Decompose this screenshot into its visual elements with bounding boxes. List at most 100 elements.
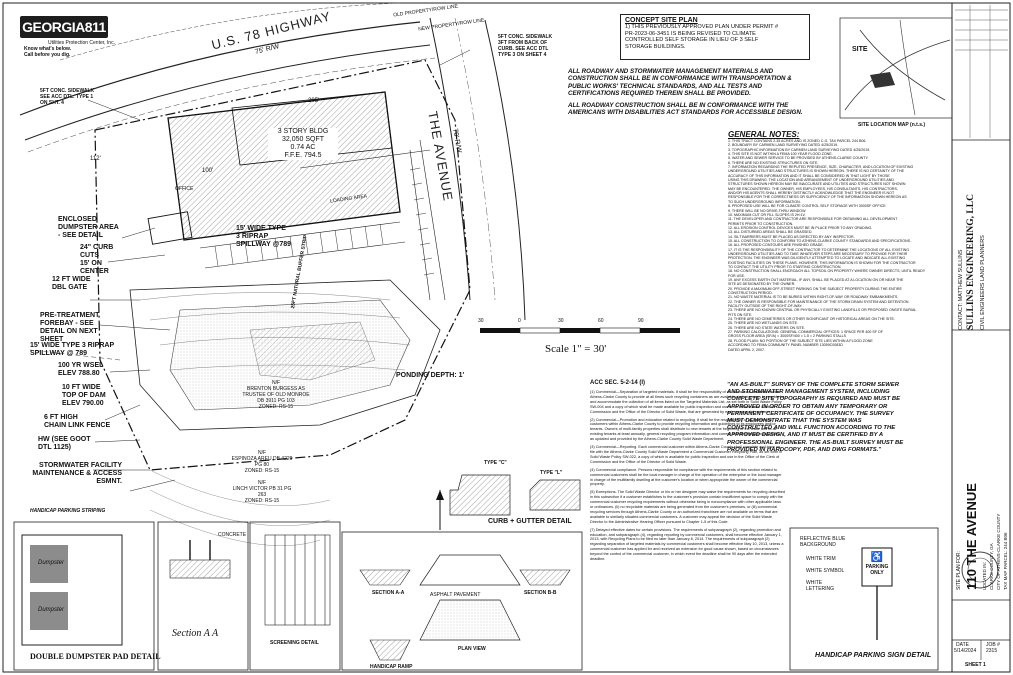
stormwater-easement-note: STORMWATER FACILITY MAINTENANCE & ACCESS… [32, 462, 122, 485]
building-label: 3 STORY BLDG 32,050 SQFT 0.74 AC F.F.E. … [268, 128, 338, 160]
general-note-item: 1. THIS TRACT CONTAINS 2.35 ACRES AND IS… [728, 139, 867, 143]
logo-know-line: Know what's below. [24, 46, 72, 52]
acc-paragraph: (5) Exemptions. The Solid Waste Director… [590, 490, 785, 524]
dumpster-area-note: ENCLOSED DUMPSTER AREA - SEE DETAIL [58, 216, 119, 239]
section-b-label: SECTION B-B [524, 590, 557, 596]
general-note-item: UNDERGROUND UTILITIES AND STRUCTURES IS … [728, 169, 904, 174]
georgia811-logo: GEORGIA811 [20, 16, 108, 38]
general-note-item: TO SUCH UNDERGROUND INFORMATION. [728, 199, 801, 204]
general-note-item: 5. WATER AND SEWER SERVICE TO BE PROVIDE… [728, 156, 869, 161]
scale-tick: 90 [638, 318, 644, 324]
concept-plan-header: CONCEPT SITE PLAN [625, 17, 698, 24]
scale-label: Scale 1" = 30' [545, 343, 607, 355]
general-note-item: MAY BE ENCOUNTERED. THE OWNER, HIS EMPLO… [728, 186, 898, 191]
general-notes-title: GENERAL NOTES: [728, 130, 800, 139]
acc-title: ACC SEC. 5-2-14 (I) [590, 380, 646, 386]
general-note-item: EXISTING FACILITIES ON THESE PLANS. HOWE… [728, 260, 916, 265]
acc-title-wrap: ACC SEC. 5-2-14 (I) [590, 380, 720, 386]
acc-paragraph: (1) Commercial—Separation of targeted ma… [590, 390, 785, 414]
plan-view-label: PLAN VIEW [458, 646, 486, 652]
general-note-item: 24. THERE ARE NO CEMETERIES OR OTHER SIG… [728, 317, 895, 322]
general-note-item: 23. THERE ARE NO KNOWN CENTRAL OR PHYSIC… [728, 308, 917, 313]
general-note-item: 12. ALL EROSION CONTROL DEVICES MUST BE … [728, 225, 873, 230]
general-note-item: RESPONSIBLE FOR THE CORRECTNESS OR SUFFI… [728, 195, 907, 200]
dim-100: 100' [202, 168, 214, 174]
title-job-label: JOB # [986, 642, 1000, 648]
riprap-left-note: 15' WIDE TYPE 3 RIPRAP SPILLWAY @ 789 [30, 342, 115, 357]
title-city: CITY OF ATHENS-CLARKE COUNTY [996, 513, 1001, 590]
dim-205: 205' [308, 98, 320, 104]
concrete-label: CONCRETE [218, 532, 247, 538]
logo-call-line: Call before you dig. [24, 52, 71, 58]
logo-brand: GEORGIA811 [22, 19, 106, 35]
title-county: CLARKE COUNTY, GA [989, 543, 994, 590]
scale-tick: 30 [478, 318, 484, 324]
owner-linch: N/F LINCH VICTOR PB 31 PG 263 ZONED: RS-… [232, 480, 292, 504]
general-note-item: 13. ALL DISTURBED AREAS SHALL BE GRASSED… [728, 230, 813, 235]
concept-plan-box: CONCEPT SITE PLAN 1) THIS PREVIOUSLY APP… [620, 14, 810, 60]
location-map-caption: SITE LOCATION MAP (n.t.s.) [858, 122, 926, 128]
title-site-plan-for: SITE PLAN FOR: [956, 551, 962, 590]
ponding-depth-label: PONDING DEPTH: 1' [396, 372, 465, 379]
title-company: SULLINS ENGINEERING, LLC [966, 194, 976, 330]
acc-paragraph: (4) Commercial compliance. Persons respo… [590, 467, 782, 487]
general-note-item: UNDERGROUND UTILITIES AND TO TAKE WHATEV… [728, 251, 908, 256]
general-note-item: 20. PROVIDE A MAXIMUM OFF-STREET PARKING… [728, 286, 902, 291]
general-note-item: 21. NO WASTE MATERIAL IS TO BE BURIED WI… [728, 295, 899, 300]
general-note-item: ACCURACY OF THIS INFORMATION AND IT SHAL… [728, 173, 890, 178]
title-job: 2315 [986, 648, 998, 654]
sign-parking-text: PARKING [865, 564, 889, 570]
curb-cuts-note: 24" CURB CUTS 15' ON CENTER [80, 244, 114, 275]
scale-ticks: 30 0 30 60 90 [478, 318, 688, 328]
gate-note: 12 FT WIDE DBL GATE [52, 276, 91, 291]
type-l-label: TYPE "L" [540, 470, 563, 476]
screening-detail-title: SCREENING DETAIL [270, 640, 319, 646]
roadway-note-1: ALL ROADWAY AND STORMWATER MANAGEMENT MA… [568, 68, 792, 97]
acc-paragraph: (2) Commercial—Promotion and education r… [590, 417, 781, 442]
general-note-item: USING THIS DRAWING. THE LOCATION AND ARR… [728, 178, 894, 183]
sign-detail-caption: HANDICAP PARKING SIGN DETAIL [815, 652, 932, 659]
general-note-item: 26. THERE ARE NO STATE WATERS ON SITE. [728, 325, 806, 330]
curb-gutter-detail-title: CURB + GUTTER DETAIL [488, 518, 572, 525]
general-note-item: AND/OR HIS AGENTS SHALL HEREBY DISTINCTL… [728, 191, 895, 196]
general-note-item: CONSTRUCTION PERIOD. [728, 291, 773, 296]
general-note-item: 6. THERE ARE NO EXISTING STRUCTURES ON S… [728, 160, 819, 165]
type-c-label: TYPE "C" [484, 460, 507, 466]
acc-paragraph: (3) Commercial—Reporting. Each commercia… [590, 445, 783, 464]
logo-tagline: Utilities Protection Center, Inc. [48, 40, 115, 46]
headwall-note: HW (SEE GOOT DTL 1125) [38, 436, 91, 451]
parking-sign: ♿ PARKING ONLY [864, 552, 890, 576]
title-sheet-number: SHEET 1 [965, 662, 986, 668]
general-note-item: PERMITS PRIOR TO CONSTRUCTION. [728, 221, 794, 226]
sidewalk-right-note: 5FT CONC. SIDEWALK 3FT FROM BACK OF CURB… [498, 34, 553, 58]
general-note-item: DATED APRIL 2, 2007. [728, 347, 765, 352]
pretreatment-note: PRE-TREATMENT FOREBAY - SEE DETAIL ON NE… [40, 312, 100, 343]
general-note-item: FOR USE. [728, 273, 745, 278]
as-built-note: "AN AS-BUILT" SURVEY OF THE COMPLETE STO… [727, 382, 904, 453]
acc-ordinance-text: (1) Commercial—Separation of targeted ma… [590, 390, 785, 670]
general-note-item: 19. ANY EXCESS EARTH OUT MATERIAL, IF AN… [728, 278, 904, 282]
general-note-item: 4. THIS SITE IS NOT WITHIN A FEMA 100 YE… [728, 152, 833, 157]
general-note-item: 14. SILT BARRIERS MUST BE PLACED AS DIRE… [728, 234, 855, 239]
top-of-dam-note: 10 FT WIDE TOP OF DAM ELEV 790.00 [62, 384, 106, 407]
general-note-item: 27. PARKING CALCULATIONS: GENERAL COMMER… [728, 330, 883, 335]
general-note-item: FACILITY OUTSIDE OF THE RIGHT-OF-WAY. [728, 304, 803, 309]
general-note-item: SITE AS DESIGNATED BY THE OWNER. [728, 282, 796, 287]
scale-tick: 30 [558, 318, 564, 324]
asphalt-label: ASPHALT PAVEMENT [430, 592, 481, 598]
general-note-item: 16. ALL PROPOSED CONTOURS ARE FINISHED G… [728, 243, 824, 248]
general-note-item: GROSS FLOOR AREA (SF/A) = 3000SF/400 = 1… [728, 334, 847, 339]
general-note-item: TO CONTACT THE UTILITY PRIOR TO STARTING… [728, 264, 842, 269]
general-note-item: 9. THERE WILL BE NO DRIVE-THRU WINDOW. [728, 208, 807, 213]
sidewalk-left-note: 5FT CONC. SIDEWALK SEE ACC DTL. TYPE 1 O… [40, 88, 95, 106]
title-subtitle: CIVIL ENGINEERS LAND PLANNERS [980, 235, 986, 330]
general-note-item: 2. BOUNDARY BY CARMEN LAND SURVEYING DAT… [728, 143, 839, 148]
office-label: OFFICE [175, 186, 194, 192]
general-note-item: 17. IT IS THE RESPONSIBILITY OF THE CONT… [728, 247, 909, 252]
scale-tick: 60 [598, 318, 604, 324]
sign-white-trim-label: WHITE TRIM [806, 556, 836, 562]
general-note-item: 25. THERE ARE NO WETLANDS ON SITE. [728, 321, 799, 326]
general-note-item: 11. THE DEVELOPER AND CONTRACTOR ARE RES… [728, 217, 898, 222]
general-note-item: PITS ON SITE. [728, 312, 753, 317]
